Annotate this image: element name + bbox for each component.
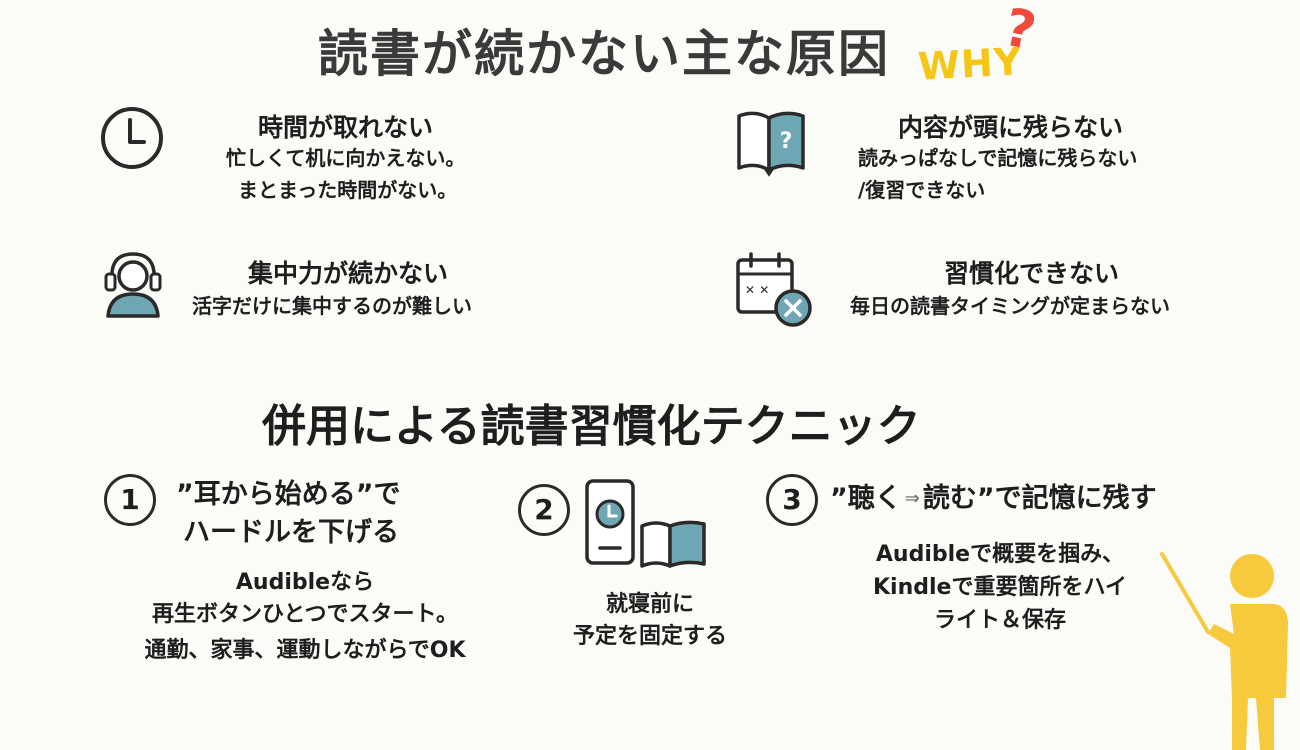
arrow-icon: ⇒ [904, 488, 920, 509]
technique-desc-line: 予定を固定する [572, 624, 727, 649]
cause-title: 習慣化できない [944, 259, 1120, 288]
technique-title-part: ”聴く [830, 483, 902, 514]
book-question-icon: ? [737, 111, 805, 177]
technique-desc-line: 就寝前に [605, 592, 694, 617]
headphones-person-icon [104, 252, 162, 318]
technique-title-line: ”聴く⇒読む”で記憶に残す [830, 480, 1157, 518]
cause-desc-line: 毎日の読書タイミングが定まらない [850, 294, 1170, 318]
technique-desc-line: Audibleなら [235, 570, 375, 595]
step-number: 2 [518, 484, 570, 536]
cause-desc-line: 読みっぱなしで記憶に残らない [858, 146, 1138, 170]
technique-desc-line: Audibleで概要を掴み、 [875, 542, 1125, 567]
technique-title-line: ”耳から始める”で [176, 479, 401, 510]
cause-desc-line: 活字だけに集中するのが難しい [192, 294, 472, 318]
svg-text:✕ ✕: ✕ ✕ [745, 283, 769, 297]
technique-desc-line: Kindleで重要箇所をハイ [872, 575, 1128, 600]
technique-desc-line: 再生ボタンひとつでスタート。 [151, 602, 459, 627]
cause-desc-line: /復習できない [858, 178, 986, 202]
technique-desc-line: ライト＆保存 [933, 608, 1066, 633]
main-title: 読書が続かない主な原因 [318, 25, 890, 83]
technique-desc-line: 通勤、家事、運動しながらでOK [144, 638, 466, 663]
calendar-cross-icon: ✕ ✕ [736, 252, 812, 327]
cause-desc-line: 忙しくて机に向かえない。 [226, 146, 466, 170]
step-number: 3 [766, 474, 818, 526]
technique-title-part: 読む”で記憶に残す [922, 483, 1157, 514]
step-number: 1 [104, 474, 156, 526]
cause-title: 時間が取れない [258, 113, 434, 142]
phone-clock-book-icon [585, 479, 706, 568]
why-question-mark: ? [999, 0, 1042, 63]
teacher-figure [1160, 552, 1288, 750]
svg-text:?: ? [780, 129, 793, 154]
cause-desc-line: まとまった時間がない。 [238, 178, 458, 202]
cause-title: 内容が頭に残らない [898, 113, 1124, 142]
clock-icon [101, 107, 163, 169]
cause-title: 集中力が続かない [248, 259, 449, 288]
technique-title-line: ハードルを下げる [183, 517, 399, 548]
section-title: 併用による読書習慣化テクニック [262, 401, 921, 452]
